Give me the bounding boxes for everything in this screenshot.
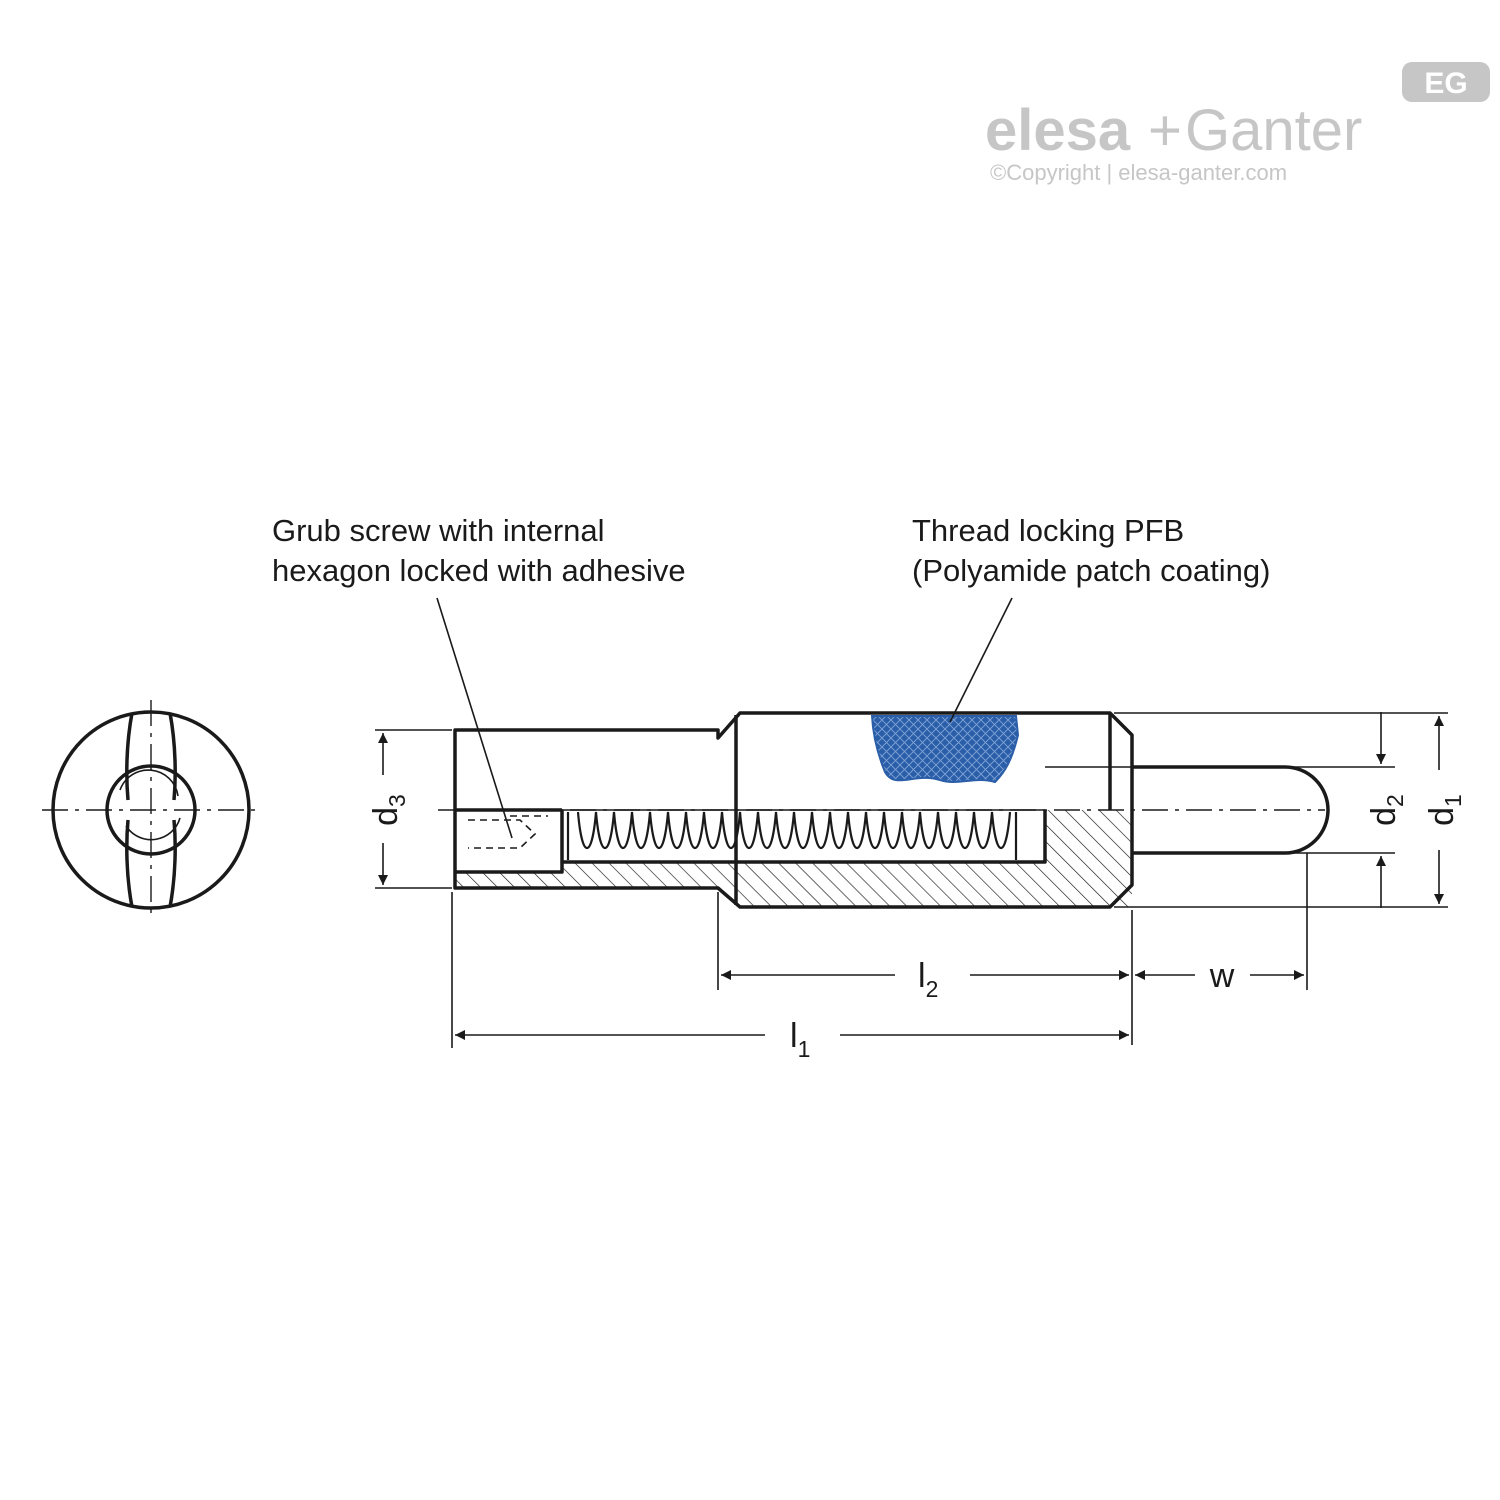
body-outline	[453, 711, 1134, 909]
callout-thread-locking: Thread locking PFB (Polyamide patch coat…	[912, 513, 1270, 723]
spring-bore	[560, 810, 1047, 864]
svg-text:l1: l1	[790, 1017, 810, 1062]
dimension-w: w	[1135, 957, 1304, 995]
end-view-outer-circle	[51, 710, 251, 910]
brand-logo: elesa + Ganter ©Copyright | elesa-ganter…	[985, 62, 1490, 185]
dimension-d3: d3	[367, 729, 452, 889]
end-view-hexagon-detail	[119, 769, 179, 797]
callout-grub-screw: Grub screw with internal hexagon locked …	[272, 513, 686, 839]
dimension-d1-label: d	[1423, 807, 1461, 826]
dimension-d3-label: d	[367, 807, 405, 826]
grub-screw	[455, 808, 564, 874]
brand-name-part1: elesa	[985, 98, 1131, 163]
brand-copyright: ©Copyright | elesa-ganter.com	[990, 160, 1287, 185]
brand-name-part2: Ganter	[1185, 98, 1362, 163]
brand-plus: +	[1148, 98, 1182, 163]
dimension-l2: l2	[717, 853, 1308, 1045]
dimension-l1: l1	[451, 892, 1129, 1062]
dimension-l1-sub: 1	[798, 1036, 811, 1062]
dimension-l1-label: l	[790, 1017, 798, 1055]
brand-badge-text: EG	[1424, 67, 1467, 100]
polyamide-patch	[870, 715, 1020, 784]
svg-text:d3: d3	[367, 794, 410, 826]
dimension-d3-sub: 3	[384, 794, 410, 807]
dimension-l2-sub: 2	[926, 976, 939, 1002]
end-view-bore	[105, 764, 197, 856]
callout-grub-screw-line2: hexagon locked with adhesive	[272, 553, 686, 588]
svg-text:d2: d2	[1365, 794, 1408, 826]
svg-text:l2: l2	[918, 957, 938, 1002]
body-section-hatch	[455, 810, 1132, 907]
end-view	[42, 700, 260, 918]
compression-spring	[566, 811, 1018, 860]
brand-badge	[1402, 62, 1490, 102]
dimension-d1-sub: 1	[1440, 794, 1466, 807]
callout-thread-locking-line2: (Polyamide patch coating)	[912, 553, 1270, 588]
dimension-l2-label: l	[918, 957, 926, 995]
grub-screw-hexagon	[468, 819, 537, 849]
plunger-pin	[1132, 765, 1330, 855]
dimension-d2-label: d	[1365, 807, 1403, 826]
leader-thread-locking	[949, 597, 1013, 723]
svg-text:d1: d1	[1423, 794, 1466, 826]
callout-thread-locking-line1: Thread locking PFB	[912, 513, 1184, 548]
plunger-body	[453, 711, 1330, 909]
callout-grub-screw-line1: Grub screw with internal	[272, 513, 605, 548]
dimension-d2: d2	[1287, 712, 1408, 908]
dimension-d1: d1	[1114, 712, 1466, 908]
leader-grub-screw	[436, 597, 513, 839]
end-view-slot-right	[168, 712, 177, 908]
dimension-w-label: w	[1209, 957, 1235, 995]
dimension-d2-sub: 2	[1382, 794, 1408, 807]
